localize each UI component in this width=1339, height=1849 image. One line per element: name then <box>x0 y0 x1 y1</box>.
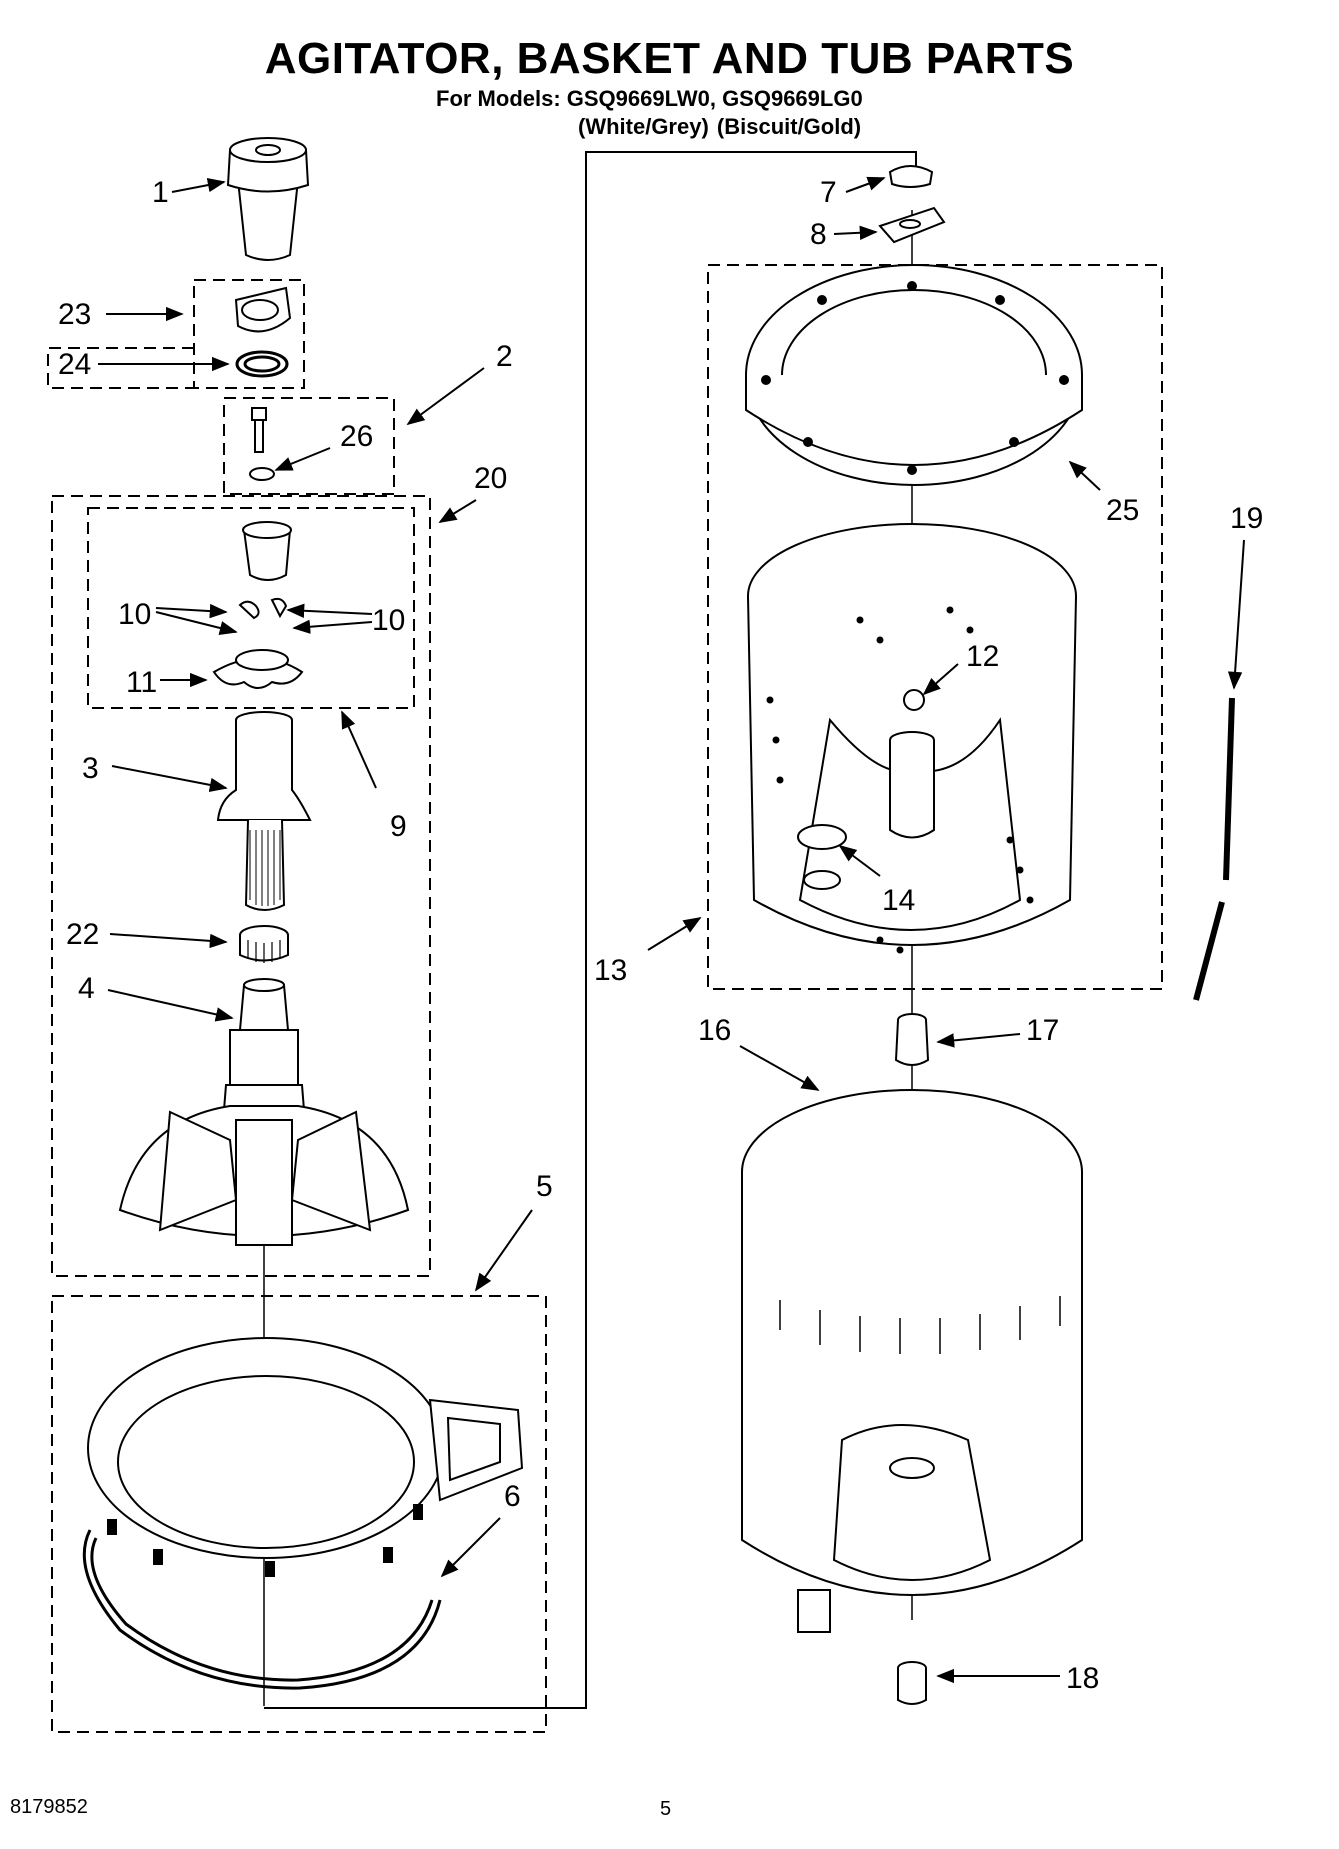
leader-19 <box>1227 539 1245 690</box>
group-box-23-24 <box>193 279 305 389</box>
document-number: 8179852 <box>10 1796 88 1818</box>
callout-6: 6 <box>504 1480 521 1513</box>
leader-2 <box>406 367 485 426</box>
assembly-connector-line <box>264 151 917 1709</box>
part-19-hose <box>1193 697 1235 1001</box>
group-box-5 <box>51 1295 547 1733</box>
leader-9 <box>341 710 377 789</box>
part-18-drive-hub <box>897 1661 927 1705</box>
part-23-cam <box>234 286 292 333</box>
part-25-balance-ring <box>745 264 1083 486</box>
leader-6 <box>440 1517 501 1578</box>
leader-8 <box>833 225 878 240</box>
callout-1: 1 <box>152 176 169 209</box>
callout-4: 4 <box>78 972 95 1005</box>
models-line: For Models: GSQ9669LW0, GSQ9669LG0 <box>436 86 863 111</box>
leader-17 <box>936 1033 1021 1048</box>
part-7-clip <box>888 165 934 188</box>
leader-16 <box>739 1045 820 1091</box>
part-1-dispenser-cup <box>226 137 310 261</box>
leader-14 <box>838 844 881 877</box>
part-4-agitator-base <box>118 978 410 1246</box>
leader-12 <box>922 663 959 696</box>
part-24-ring <box>235 350 289 378</box>
part-16-outer-tub <box>741 1089 1083 1633</box>
part-9-cam-assembly <box>212 521 304 689</box>
callout-20: 20 <box>474 462 507 495</box>
callout-18: 18 <box>1066 1662 1099 1695</box>
group-box-24 <box>47 347 194 389</box>
callout-23: 23 <box>58 298 91 331</box>
callout-8: 8 <box>810 218 827 251</box>
leader-10a-2 <box>155 611 238 636</box>
leader-5 <box>474 1209 533 1292</box>
callout-10b: 10 <box>372 604 405 637</box>
callout-3: 3 <box>82 752 99 785</box>
leader-10a-1 <box>155 603 228 619</box>
part-5-balance-ring <box>87 1337 524 1577</box>
leader-13 <box>647 917 702 951</box>
callout-17: 17 <box>1026 1014 1059 1047</box>
group-box-20 <box>51 495 431 1277</box>
callout-11: 11 <box>126 666 157 699</box>
part-3-agitator-barrel <box>216 711 312 911</box>
part-22-clutch-ring <box>239 925 289 963</box>
leader-10b-2 <box>292 619 373 634</box>
leader-10b-1 <box>286 603 373 618</box>
callout-5: 5 <box>536 1170 553 1203</box>
callout-16: 16 <box>698 1014 731 1047</box>
callout-2: 2 <box>496 340 513 373</box>
callout-19: 19 <box>1230 502 1263 535</box>
part-17-hub <box>894 1013 930 1066</box>
callout-7: 7 <box>820 176 837 209</box>
part-8-seal <box>878 206 946 244</box>
leader-3 <box>111 765 228 792</box>
callout-9: 9 <box>390 810 407 843</box>
leader-4 <box>107 989 234 1022</box>
leader-7 <box>845 176 886 193</box>
callout-25: 25 <box>1106 494 1139 527</box>
callout-26: 26 <box>340 420 373 453</box>
callout-22: 22 <box>66 918 99 951</box>
group-box-2 <box>223 397 395 495</box>
group-box-9 <box>87 507 415 709</box>
callout-24: 24 <box>58 348 91 381</box>
variants-line: (White/Grey) (Biscuit/Gold) <box>578 114 862 139</box>
callout-10a: 10 <box>118 598 151 631</box>
page-number: 5 <box>660 1798 672 1820</box>
leader-25 <box>1068 460 1101 491</box>
part-6-retaining-ring <box>82 1529 442 1690</box>
leader-1 <box>171 177 226 193</box>
leader-22 <box>109 933 228 949</box>
leader-20 <box>438 499 477 523</box>
part-13-basket <box>747 523 1077 954</box>
page-title: AGITATOR, BASKET AND TUB PARTS <box>264 34 1075 83</box>
leader-26 <box>274 447 331 471</box>
callout-13: 13 <box>594 954 627 987</box>
part-26-bolt-washer <box>249 407 275 481</box>
callout-14: 14 <box>882 884 915 917</box>
callout-12: 12 <box>966 640 999 673</box>
